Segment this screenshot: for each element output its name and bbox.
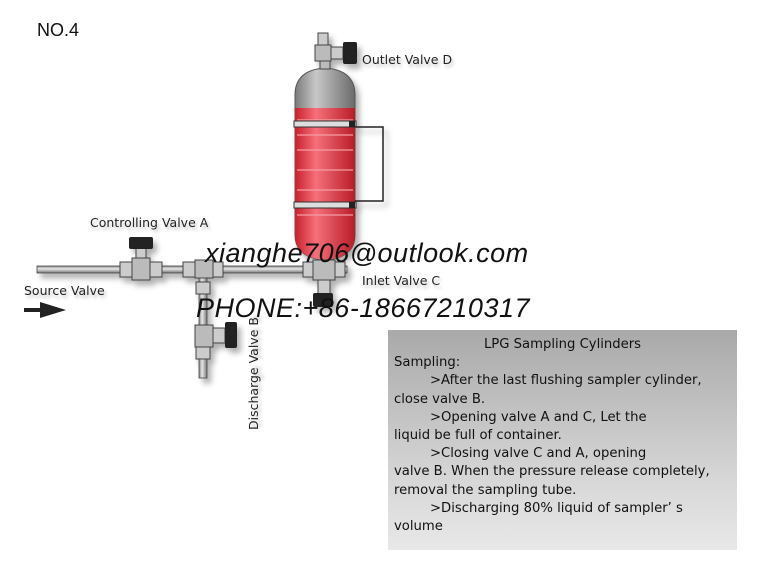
step-3-cont2: removal the sampling tube. bbox=[394, 482, 577, 498]
watermark-email: xianghe706@outlook.com bbox=[205, 238, 529, 268]
label-controlling-valve-a: Controlling Valve A bbox=[90, 215, 209, 230]
step-1-cont: close valve B. bbox=[394, 391, 486, 407]
step-2: >Opening valve A and C, Let the bbox=[430, 409, 647, 425]
label-discharge-valve-b: Discharge Valve B bbox=[246, 317, 261, 430]
step-4-cont: volume bbox=[394, 519, 443, 535]
discharge-branch bbox=[194, 277, 237, 379]
step-2-cont: liquid be full of container. bbox=[394, 428, 562, 444]
watermark-phone: PHONE:+86-18667210317 bbox=[196, 293, 530, 323]
step-1: >After the last flushing sampler cylinde… bbox=[430, 373, 702, 389]
instructions-panel: LPG Sampling Cylinders Sampling: >After … bbox=[388, 330, 737, 550]
figure-number: NO.4 bbox=[37, 20, 80, 40]
panel-title: LPG Sampling Cylinders bbox=[483, 337, 642, 352]
step-4: >Discharging 80% liquid of sampler’ s bbox=[430, 500, 683, 516]
panel-heading: Sampling: bbox=[394, 355, 461, 371]
label-inlet-valve-c: Inlet Valve C bbox=[362, 273, 441, 288]
sampling-cylinder bbox=[293, 32, 384, 261]
main-pipe bbox=[36, 237, 348, 307]
step-3-cont: valve B. When the pressure release compl… bbox=[394, 464, 710, 480]
step-3: >Closing valve C and A, opening bbox=[430, 446, 647, 462]
label-source-valve: Source Valve bbox=[24, 283, 105, 298]
flow-arrow-icon bbox=[24, 302, 66, 318]
label-outlet-valve-d: Outlet Valve D bbox=[362, 52, 453, 67]
